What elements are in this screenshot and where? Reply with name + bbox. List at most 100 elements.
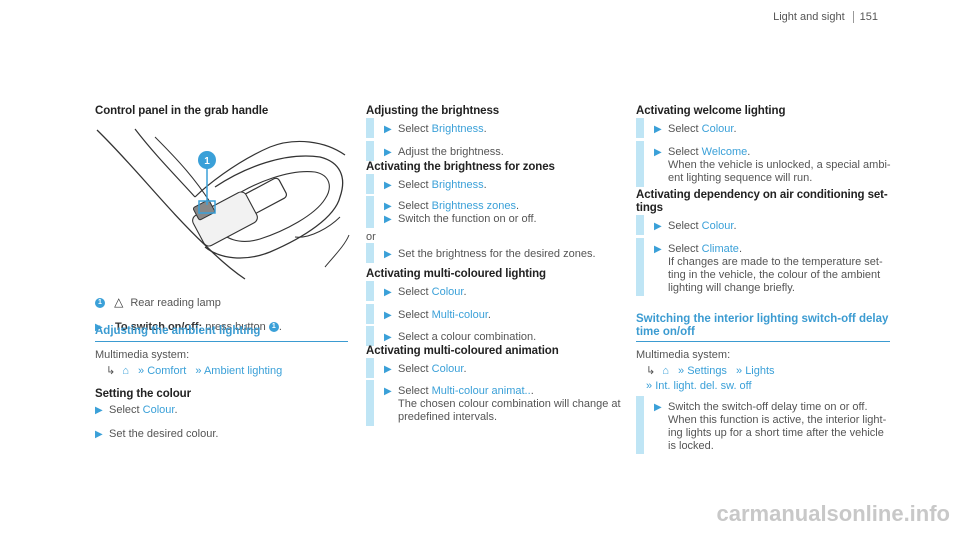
heading-multi-coloured-animation: Activating multi-coloured animation [366,345,559,357]
step-text: Select a colour combination. [398,331,537,343]
path-ambient-lighting: Ambient lighting [203,365,283,377]
step-text: Select [398,309,432,321]
step-arrow-icon: ▶ [654,402,662,413]
double-chevron-icon: » [646,380,653,392]
step-select-colour-c1: ▶ Select Colour. [366,281,467,301]
section-title-ambient-lighting: Adjusting the ambient lighting [95,325,261,337]
watermark: carmanualsonline.info [716,501,951,526]
step-text: The chosen colour combination will chang… [398,398,621,410]
section-rule [95,341,348,342]
step-text: Select [668,146,702,158]
menu-link-multi-colour-animation: Multi-colour animat.. [431,385,531,397]
step-arrow-icon: ▶ [654,124,662,135]
step-text: ent lighting sequence will run. [668,172,813,184]
subheading-setting-colour: Setting the colour [95,388,191,400]
double-chevron-icon: » [138,365,145,377]
menu-link-brightness: Brightness [431,179,484,191]
step-arrow-icon: ▶ [654,147,662,158]
step-text: is locked. [668,440,714,452]
step-text: ing lights up for a short time after the… [668,427,884,439]
menu-link-climate: Climate [701,243,739,255]
step-arrow-icon: ▶ [95,405,103,416]
step-text: ting in the vehicle, the colour of the a… [668,269,881,281]
step-text: Set the brightness for the desired zones… [398,248,596,260]
step-arrow-icon: ▶ [384,364,392,375]
step-text: Select [398,363,432,375]
step-select-colour-d1: ▶ Select Colour. [366,358,467,378]
step-select-colour: ▶ Select Colour. [95,404,178,416]
step-text: Select [109,404,143,416]
step-select-colour-f1: ▶ Select Colour. [636,215,737,235]
menu-link-brightness-zones: Brightness zones [431,200,517,212]
step-text: Select [668,220,702,232]
heading-control-panel: Control panel in the grab handle [95,105,269,117]
step-select-colour-e1: ▶ Select Colour. [636,118,737,138]
rear-reading-lamp-icon: △ [114,295,124,309]
heading-multi-coloured-lighting: Activating multi-coloured lighting [366,268,546,280]
step-arrow-icon: ▶ [384,214,392,225]
step-text: If changes are made to the temperature s… [668,256,883,268]
step-arrow-icon: ▶ [384,386,392,397]
home-icon: ⌂ [122,365,129,377]
heading-welcome-lighting: Activating welcome lighting [636,105,786,117]
step-arrow-icon: ▶ [654,244,662,255]
step-text: predefined intervals. [398,411,498,423]
step-text: Select [398,179,432,191]
step-arrow-icon: ▶ [384,180,392,191]
menu-link-multi-colour: Multi-colour [431,309,488,321]
menu-path-ambient: ↳ ⌂ » Comfort » Ambient lighting [106,364,282,378]
double-chevron-icon: » [736,365,743,377]
callout-badge-inline: 1 [268,322,279,333]
step-set-colour: ▶ Set the desired colour. [95,428,218,441]
step-text: Select [398,200,432,212]
menu-link-colour: Colour [431,286,464,298]
section-rule [636,341,890,342]
heading-air-conditioning-dependency: Activating dependency on air conditionin… [636,189,888,214]
heading-brightness-zones: Activating the brightness for zones [366,161,555,173]
step-arrow-icon: ▶ [384,310,392,321]
menu-path-delay: » Int. light. del. sw. off [646,379,752,393]
step-text: press button [202,321,269,333]
step-adjust-brightness: ▶ Adjust the brightness. [366,141,504,161]
step-arrow-icon: ▶ [654,221,662,232]
step-text: When the vehicle is unlocked, a special … [668,159,891,171]
section-title-switch-off-delay: Switching the interior lighting switch-o… [636,313,889,338]
step-text: Select [668,243,702,255]
step-select-brightness-zones: ▶Select Brightness zones. ▶Switch the fu… [366,196,537,228]
menu-link-brightness: Brightness [431,123,484,135]
step-arrow-icon: ▶ [384,287,392,298]
step-text: When this function is active, the interi… [668,414,887,426]
step-text: Select [398,123,432,135]
step-arrow-icon: ▶ [384,147,392,158]
menu-label: Multimedia system: [636,349,731,361]
path-comfort: Comfort [147,365,187,377]
step-arrow-icon: ▶ [95,429,103,440]
double-chevron-icon: » [195,365,202,377]
or-text: or [366,231,376,243]
step-arrow-icon: ▶ [384,201,392,212]
path-int-light-del: Int. light. del. sw. off [655,380,752,392]
menu-link-colour: Colour [701,220,734,232]
step-arrow-icon: ▶ [384,124,392,135]
menu-link-welcome: Welcome [701,146,748,158]
step-select-climate: ▶ Select Climate. If changes are made to… [636,238,883,296]
path-lights: Lights [745,365,775,377]
step-text: lighting will change briefly. [668,282,795,294]
step-text: Switch the function on or off. [398,213,537,225]
step-arrow-icon: ▶ [384,332,392,343]
menu-link-colour: Colour [431,363,464,375]
step-arrow-icon: ▶ [384,249,392,260]
step-text: Set the desired colour. [109,428,219,440]
step-text: Adjust the brightness. [398,146,504,158]
step-text: Select [668,123,702,135]
step-select-welcome: ▶ Select Welcome. When the vehicle is un… [636,141,891,187]
callout-badge: 1 [95,298,105,309]
step-select-brightness: ▶ Select Brightness. [366,118,487,138]
double-chevron-icon: » [678,365,685,377]
step-select-brightness-2: ▶ Select Brightness. [366,174,487,194]
heading-adjusting-brightness: Adjusting the brightness [366,105,500,117]
return-arrow-icon: ↳ [106,365,116,377]
menu-label: Multimedia system: [95,349,190,361]
home-icon: ⌂ [662,365,669,377]
